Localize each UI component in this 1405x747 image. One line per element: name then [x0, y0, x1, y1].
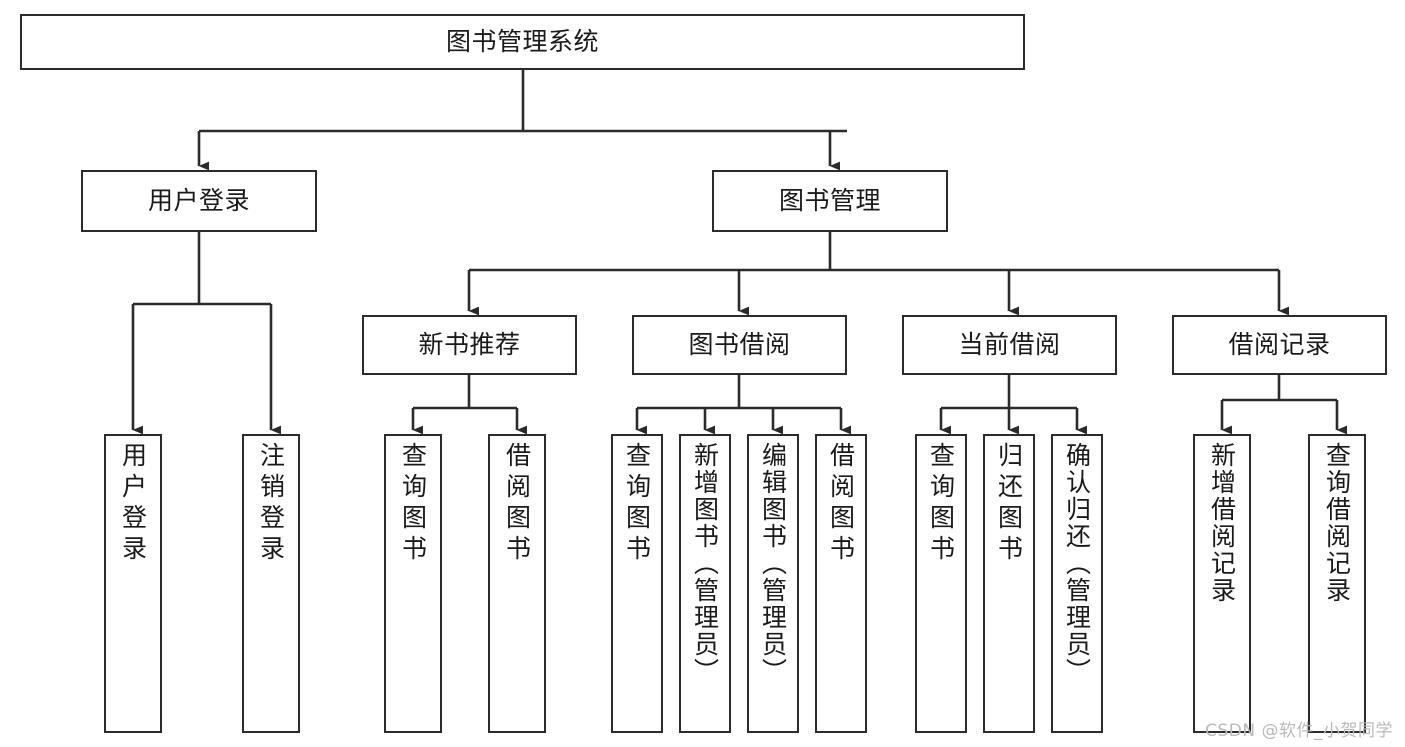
node-book-management[interactable]: 图书管理 — [712, 170, 948, 232]
leaf-book-borrow-query-book[interactable]: 查询图书 — [611, 434, 663, 733]
node-user-login[interactable]: 用户登录 — [81, 170, 317, 232]
csdn-watermark: CSDN @软件_小贺同学 — [1205, 721, 1393, 741]
leaf-book-borrow-edit-book[interactable]: 编辑图书（管理员） — [747, 434, 799, 733]
node-borrow-record[interactable]: 借阅记录 — [1172, 315, 1387, 375]
leaf-new-book-query-book[interactable]: 查询图书 — [384, 434, 442, 733]
node-current-borrow[interactable]: 当前借阅 — [902, 315, 1117, 375]
leaf-user-login-logout[interactable]: 注销登录 — [242, 434, 300, 733]
leaf-borrow-record-add-record[interactable]: 新增借阅记录 — [1193, 434, 1251, 733]
leaf-user-login-login-label: 用户登录 — [118, 442, 148, 566]
node-new-book-recommend[interactable]: 新书推荐 — [362, 315, 577, 375]
leaf-current-borrow-query-book-label: 查询图书 — [926, 442, 956, 566]
leaf-current-borrow-return-book[interactable]: 归还图书 — [983, 434, 1035, 733]
leaf-borrow-record-query-record[interactable]: 查询借阅记录 — [1308, 434, 1366, 733]
node-new-book-recommend-label: 新书推荐 — [418, 330, 521, 359]
leaf-current-borrow-return-book-label: 归还图书 — [994, 442, 1024, 566]
node-root-system[interactable]: 图书管理系统 — [20, 14, 1025, 70]
node-user-login-label: 用户登录 — [147, 186, 250, 215]
leaf-new-book-borrow-book[interactable]: 借阅图书 — [488, 434, 546, 733]
node-book-borrow[interactable]: 图书借阅 — [632, 315, 847, 375]
leaf-current-borrow-query-book[interactable]: 查询图书 — [915, 434, 967, 733]
node-borrow-record-label: 借阅记录 — [1228, 330, 1331, 359]
leaf-book-borrow-edit-book-label: 编辑图书（管理员） — [758, 442, 788, 685]
node-book-management-label: 图书管理 — [778, 186, 881, 215]
leaf-borrow-record-query-record-label: 查询借阅记录 — [1322, 442, 1352, 604]
node-book-borrow-label: 图书借阅 — [688, 330, 791, 359]
leaf-book-borrow-add-book[interactable]: 新增图书（管理员） — [679, 434, 731, 733]
leaf-new-book-query-book-label: 查询图书 — [398, 442, 428, 566]
leaf-user-login-login[interactable]: 用户登录 — [104, 434, 162, 733]
leaf-current-borrow-confirm-return-label: 确认归还（管理员） — [1062, 442, 1092, 685]
node-current-borrow-label: 当前借阅 — [958, 330, 1061, 359]
node-root-system-label: 图书管理系统 — [445, 27, 599, 56]
leaf-current-borrow-confirm-return[interactable]: 确认归还（管理员） — [1051, 434, 1103, 733]
leaf-book-borrow-borrow-book-label: 借阅图书 — [826, 442, 856, 566]
leaf-book-borrow-add-book-label: 新增图书（管理员） — [690, 442, 720, 685]
leaf-new-book-borrow-book-label: 借阅图书 — [502, 442, 532, 566]
leaf-book-borrow-borrow-book[interactable]: 借阅图书 — [815, 434, 867, 733]
leaf-borrow-record-add-record-label: 新增借阅记录 — [1207, 442, 1237, 604]
leaf-book-borrow-query-book-label: 查询图书 — [622, 442, 652, 566]
leaf-user-login-logout-label: 注销登录 — [256, 442, 286, 566]
